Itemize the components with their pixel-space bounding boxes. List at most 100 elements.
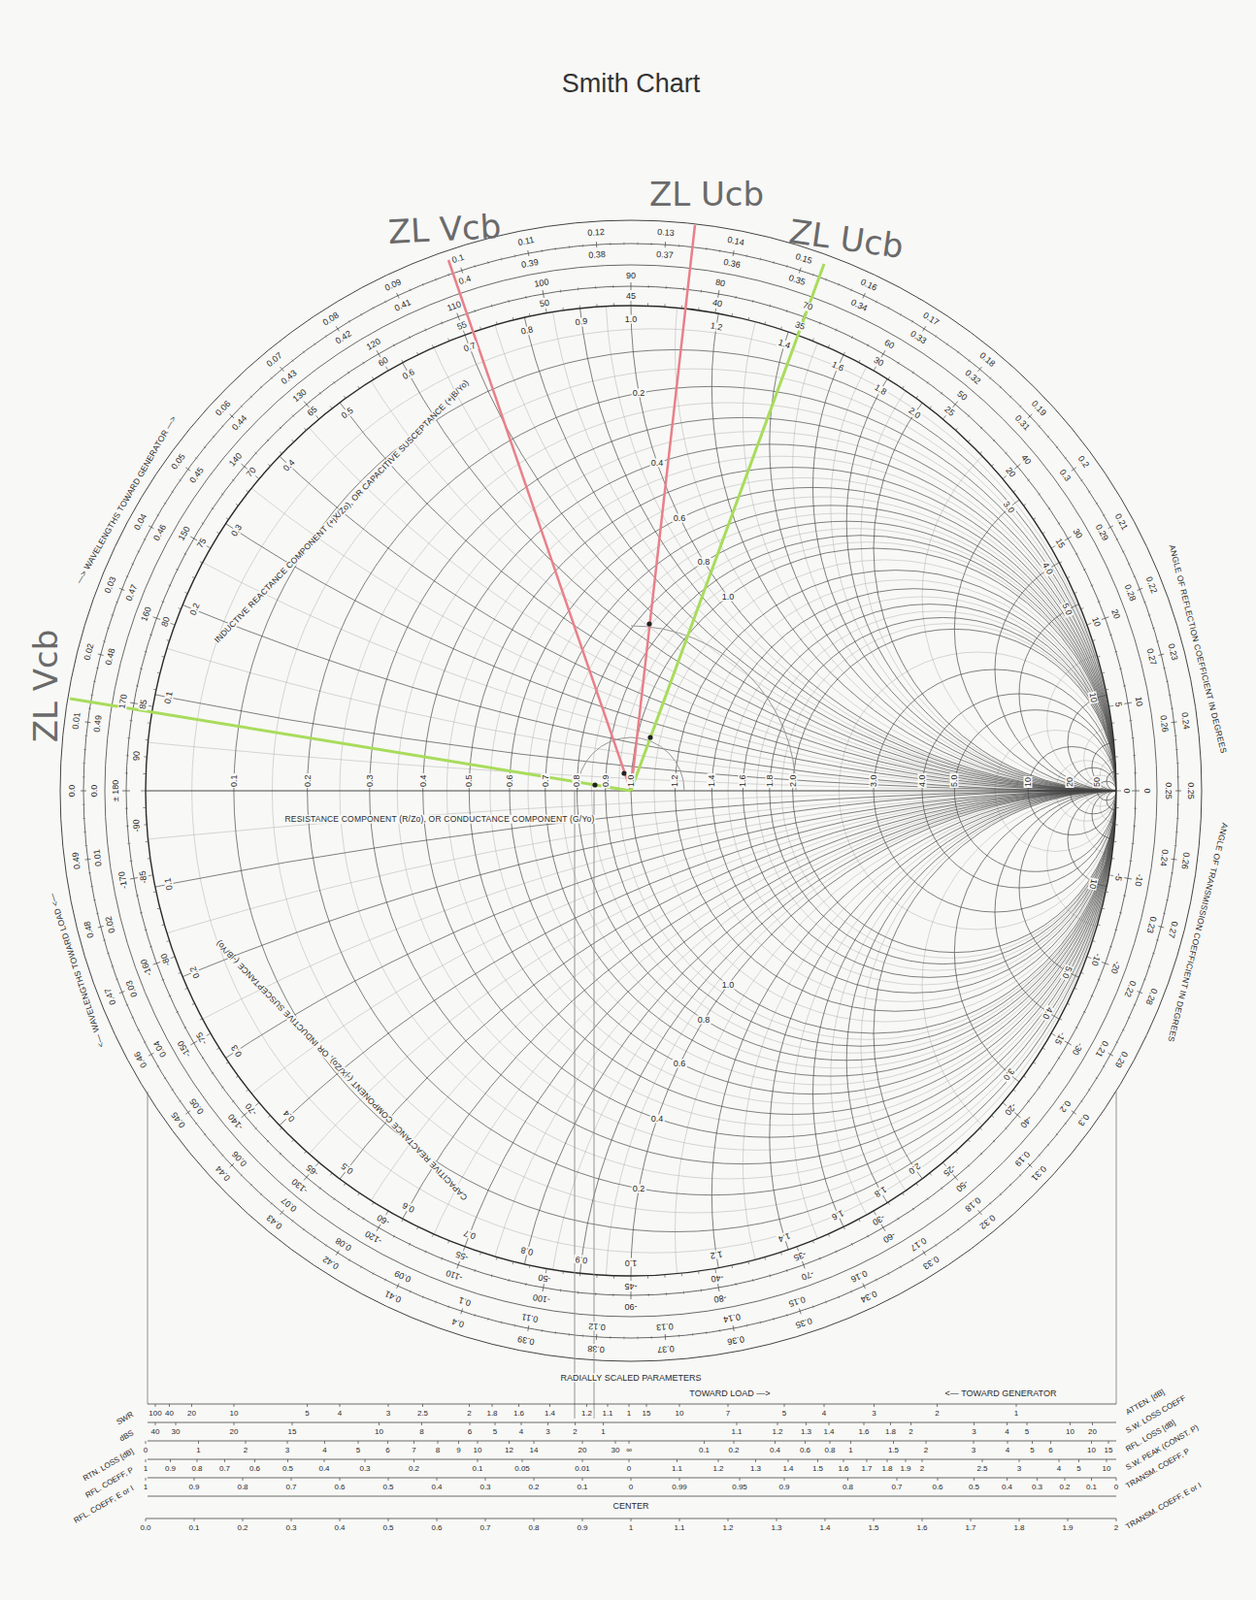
tick-mark xyxy=(812,1305,815,1309)
scale-rule xyxy=(147,1422,1117,1424)
angle-value: -10 xyxy=(1132,872,1144,889)
tick-mark xyxy=(942,415,946,420)
tick-mark xyxy=(292,1422,294,1426)
scale-value: 0 xyxy=(142,1447,149,1455)
wavelength-value: 0.17 xyxy=(908,1235,929,1254)
side-line xyxy=(147,1091,149,1405)
tick-mark xyxy=(1083,568,1087,570)
scale-value: 0.0 xyxy=(138,1524,152,1533)
tick-mark xyxy=(888,376,891,380)
angle-value: -150 xyxy=(175,1038,194,1060)
tick-mark xyxy=(582,1478,584,1482)
tick-mark xyxy=(192,576,196,578)
tick-mark xyxy=(681,1273,683,1277)
angle-value: 170 xyxy=(117,693,130,711)
tick-mark xyxy=(873,1404,875,1408)
scale-value: 0.2 xyxy=(527,1484,540,1492)
tick-mark xyxy=(528,313,531,317)
tick-mark xyxy=(1114,651,1118,654)
wavelength-value: 0.13 xyxy=(656,228,676,238)
reactance-value: 5.0 xyxy=(1059,601,1074,619)
tick-mark xyxy=(561,1271,563,1275)
tick-mark xyxy=(84,721,91,724)
tick-mark xyxy=(1165,899,1169,902)
tick-mark xyxy=(1101,961,1110,965)
tick-mark xyxy=(190,536,198,541)
scale-value: 0.7 xyxy=(284,1484,298,1492)
tick-mark xyxy=(153,961,162,965)
wavelength-value: 0.05 xyxy=(169,452,189,473)
tick-mark xyxy=(462,330,465,335)
tick-mark xyxy=(1066,1003,1070,1005)
scale-value: 1.1 xyxy=(670,1465,684,1474)
tick-mark xyxy=(609,242,611,246)
scale-value: 0.9 xyxy=(187,1484,200,1492)
scale-value: 20 xyxy=(186,1410,198,1419)
tick-mark xyxy=(1090,995,1094,997)
tick-mark xyxy=(1109,946,1113,949)
tick-mark xyxy=(568,245,570,249)
tick-mark xyxy=(221,493,224,496)
tick-mark xyxy=(143,756,147,758)
tick-mark xyxy=(233,1404,235,1408)
tick-mark xyxy=(574,1422,576,1426)
wavelength-value: 0.08 xyxy=(332,1235,354,1254)
tick-mark xyxy=(607,1404,609,1408)
tick-mark xyxy=(747,1261,750,1265)
scale-value: 0 xyxy=(1113,1484,1120,1492)
tick-mark xyxy=(254,1459,256,1463)
angle-value: -100 xyxy=(530,1292,552,1305)
tick-mark xyxy=(683,1291,685,1295)
tick-mark xyxy=(888,306,890,310)
scale-value: 0.01 xyxy=(573,1465,592,1474)
scale-value: 15 xyxy=(641,1410,653,1419)
tick-mark xyxy=(1116,538,1120,540)
tick-mark xyxy=(421,1422,423,1426)
reactance-value: 0.9 xyxy=(573,316,589,327)
tick-mark xyxy=(700,1289,702,1292)
wavelength-value: 0.0 xyxy=(67,784,77,799)
tick-mark xyxy=(1168,694,1172,697)
scale-ring xyxy=(60,220,1202,1362)
tick-mark xyxy=(937,1478,939,1482)
angle-value: 35 xyxy=(793,319,807,332)
tick-mark xyxy=(521,1422,523,1426)
tick-mark xyxy=(1101,617,1110,621)
tick-mark xyxy=(827,344,829,348)
wavelength-value: 0.25 xyxy=(1186,781,1195,801)
direction-label: TOWARD LOAD —> xyxy=(688,1389,771,1399)
wavelength-value: 0.31 xyxy=(1028,1163,1049,1184)
tick-mark xyxy=(372,1272,374,1276)
scale-value: 30 xyxy=(610,1447,622,1455)
wavelength-value: 0.47 xyxy=(103,986,120,1007)
tick-mark xyxy=(1037,493,1040,496)
tick-mark xyxy=(1090,1441,1092,1445)
tick-mark xyxy=(1038,1155,1041,1157)
wavelength-value: 0.09 xyxy=(382,277,404,294)
tick-mark xyxy=(1148,614,1152,617)
tick-mark xyxy=(226,518,229,521)
tick-mark xyxy=(178,608,182,610)
tick-mark xyxy=(175,1422,177,1426)
wavelength-value: 0.06 xyxy=(230,1148,250,1168)
tick-mark xyxy=(1048,507,1051,510)
wavelength-value: 0.34 xyxy=(858,1289,880,1305)
angle-value: 90 xyxy=(625,271,637,281)
wavelength-value: 0.02 xyxy=(82,641,97,662)
tick-mark xyxy=(500,1322,503,1325)
tick-mark xyxy=(203,446,206,449)
scale-value: 0.1 xyxy=(187,1524,200,1533)
tick-mark xyxy=(473,264,476,268)
tick-mark xyxy=(992,439,995,442)
tick-mark xyxy=(910,1422,912,1426)
tick-mark xyxy=(1122,1029,1125,1031)
tick-mark xyxy=(422,283,424,287)
tick-mark xyxy=(479,327,482,331)
wavelength-value: 0.39 xyxy=(520,258,541,271)
tick-mark xyxy=(1057,1057,1061,1060)
scale-value: 9 xyxy=(455,1447,462,1455)
scale-value: 1.4 xyxy=(543,1410,557,1419)
resistance-value: 0.2 xyxy=(631,1185,647,1194)
tick-mark xyxy=(547,1422,549,1426)
